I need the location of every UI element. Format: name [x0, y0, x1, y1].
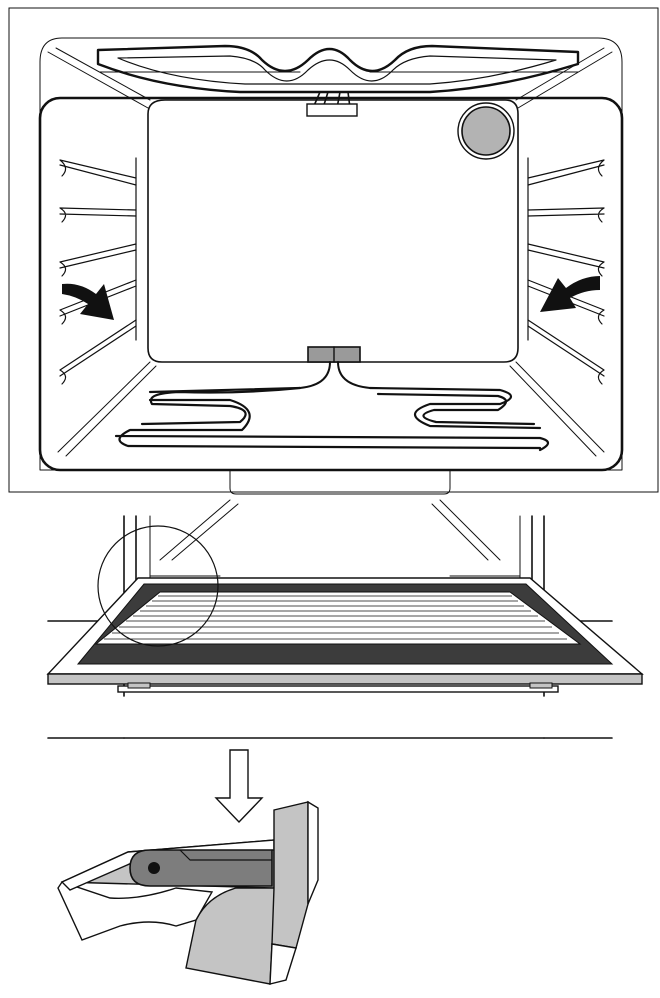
oven-door-open-view [46, 499, 644, 739]
hinge-lever [129, 849, 273, 887]
cavity-front-outline [38, 96, 624, 472]
bottom-connector [299, 346, 371, 389]
right-rack-supports [527, 157, 605, 385]
door-front-edge [47, 673, 643, 685]
oven-lamp [457, 102, 515, 160]
cavity-perspective-lines [47, 47, 613, 457]
cavity-back-outline [39, 37, 623, 471]
hinge-detail-callout [97, 525, 219, 647]
curved-arrow-right-icon [540, 276, 600, 312]
cavity-bottom-tab [229, 469, 451, 495]
hinge-post [271, 801, 309, 949]
bottom-heating-element [114, 386, 550, 452]
door-glass [94, 591, 582, 645]
door-hinge-detail [57, 749, 319, 985]
back-wall-panel [147, 99, 519, 363]
door-glass-stripes [104, 595, 567, 640]
door-rail [117, 685, 559, 693]
oven-interior-view [8, 7, 659, 495]
top-connector [306, 103, 358, 117]
hinge-pin [148, 862, 160, 874]
curved-arrow-left-icon [62, 283, 114, 320]
down-arrow-icon [214, 749, 264, 824]
top-grill-element [96, 44, 580, 117]
